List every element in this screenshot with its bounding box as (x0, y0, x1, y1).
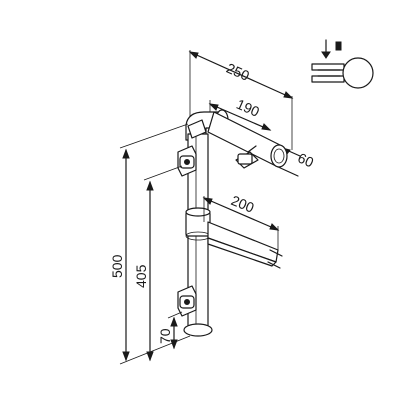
dimension-500: 500 (109, 123, 191, 365)
upper-glass-clamp (177, 119, 207, 177)
label-500: 500 (109, 254, 125, 278)
dimension-200: 200 (202, 192, 280, 250)
label-60: 60 (295, 149, 316, 170)
dimension-70: 70 (157, 311, 183, 350)
label-250: 250 (224, 60, 252, 84)
clamp-detail-icon (311, 39, 374, 89)
top-rail (185, 109, 288, 169)
label-405: 405 (133, 264, 149, 288)
label-70: 70 (157, 328, 173, 344)
dimension-405: 405 (133, 165, 183, 362)
lower-glass-clamp (177, 285, 197, 317)
label-200: 200 (229, 192, 257, 216)
